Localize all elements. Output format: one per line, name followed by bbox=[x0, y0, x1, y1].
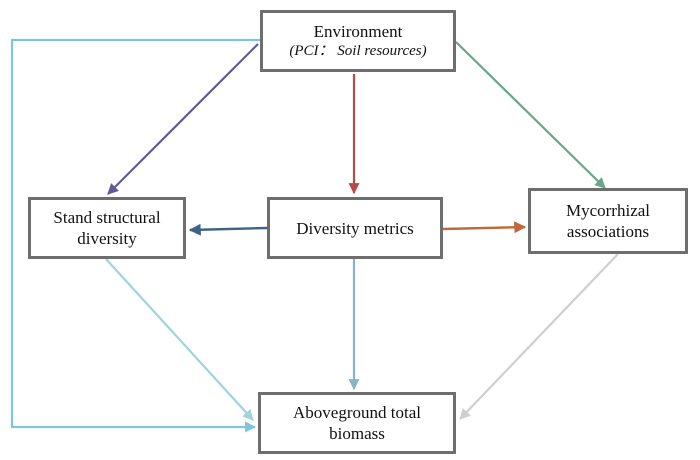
aboveground-total-biomass-line2: biomass bbox=[329, 424, 385, 443]
stand-structural-diversity-line2: diversity bbox=[77, 229, 137, 248]
mycorrhizal-associations-line1: Mycorrhizal bbox=[565, 201, 651, 220]
node-aboveground-total-biomass: Aboveground total biomass bbox=[258, 392, 456, 454]
stand-structural-diversity-line1: Stand structural bbox=[53, 208, 161, 227]
arrow-mycorrhizal-associations-to-aboveground-total-biomass bbox=[459, 253, 619, 420]
node-stand-structural-diversity: Stand structural diversity bbox=[28, 197, 186, 259]
aboveground-total-biomass-line1: Aboveground total bbox=[293, 403, 421, 422]
mycorrhizal-associations-line2: associations bbox=[566, 222, 650, 241]
arrow-environment-to-mycorrhizal-associations bbox=[455, 41, 606, 189]
arrow-environment-to-aboveground-total-biomass bbox=[10, 38, 260, 433]
diversity-metrics-label: Diversity metrics bbox=[296, 218, 414, 238]
arrow-diversity-metrics-to-stand-structural-diversity bbox=[188, 223, 268, 236]
node-environment: Environment (PCI： Soil resources) bbox=[260, 10, 456, 72]
arrow-stand-structural-diversity-to-aboveground-total-biomass bbox=[105, 258, 254, 421]
arrow-environment-to-stand-structural-diversity bbox=[107, 43, 259, 195]
environment-subtitle: (PCI： Soil resources) bbox=[289, 43, 427, 59]
arrow-diversity-metrics-to-mycorrhizal-associations bbox=[442, 221, 527, 234]
node-diversity-metrics: Diversity metrics bbox=[267, 197, 443, 259]
node-mycorrhizal-associations: Mycorrhizal associations bbox=[528, 188, 688, 254]
environment-title: Environment bbox=[313, 22, 403, 41]
